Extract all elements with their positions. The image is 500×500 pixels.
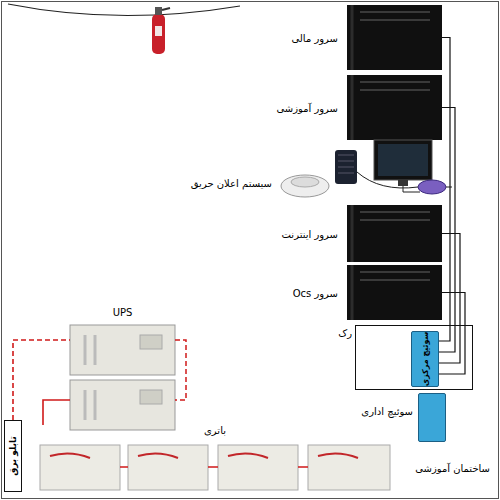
node-label: UPS (113, 307, 133, 318)
server-node: سرور اینترنت (262, 205, 442, 262)
node-label: سوئیچ اداری (361, 406, 413, 417)
central-switch: سوئیچ مرکزی (411, 331, 439, 387)
workstation (335, 140, 452, 194)
caption-label: سیستم اعلان حریق (191, 178, 272, 189)
node-label: تابلو برق (8, 436, 18, 476)
node-label: رک (338, 328, 352, 339)
battery-bank: باتری (35, 425, 395, 492)
ups-group: UPS (70, 305, 175, 430)
node-label: سرور Ocs (293, 287, 338, 298)
ceiling-arc (8, 4, 240, 16)
network-cable (439, 234, 460, 364)
caption-label: ساختمان آموزشی (415, 463, 490, 474)
power-cable (43, 400, 70, 425)
node-label: سرور آموزشی (276, 102, 338, 113)
node-label: باتری (204, 425, 226, 436)
server-node: سرور Ocs (262, 265, 442, 320)
server-towers (347, 5, 442, 320)
power-panel: تابلو برق (4, 420, 22, 492)
server-node: سرور آموزشی (262, 75, 442, 140)
node-label: سرور اینترنت (282, 228, 338, 239)
network-cable (439, 108, 455, 353)
ups-units (70, 325, 186, 430)
node-label: سرور مالی (291, 32, 338, 43)
rack-box: سوئیچ مرکزیرک (355, 325, 473, 390)
fire-detector (281, 175, 329, 197)
server-node: سرور مالی (262, 5, 442, 70)
power-cable (13, 340, 70, 420)
network-cable (439, 38, 450, 342)
node-label: سوئیچ مرکزی (421, 332, 430, 387)
network-cable (439, 293, 465, 375)
admin-switch: سوئیچ اداری (418, 393, 446, 442)
batteries (40, 445, 390, 490)
fire-extinguisher (152, 7, 170, 54)
